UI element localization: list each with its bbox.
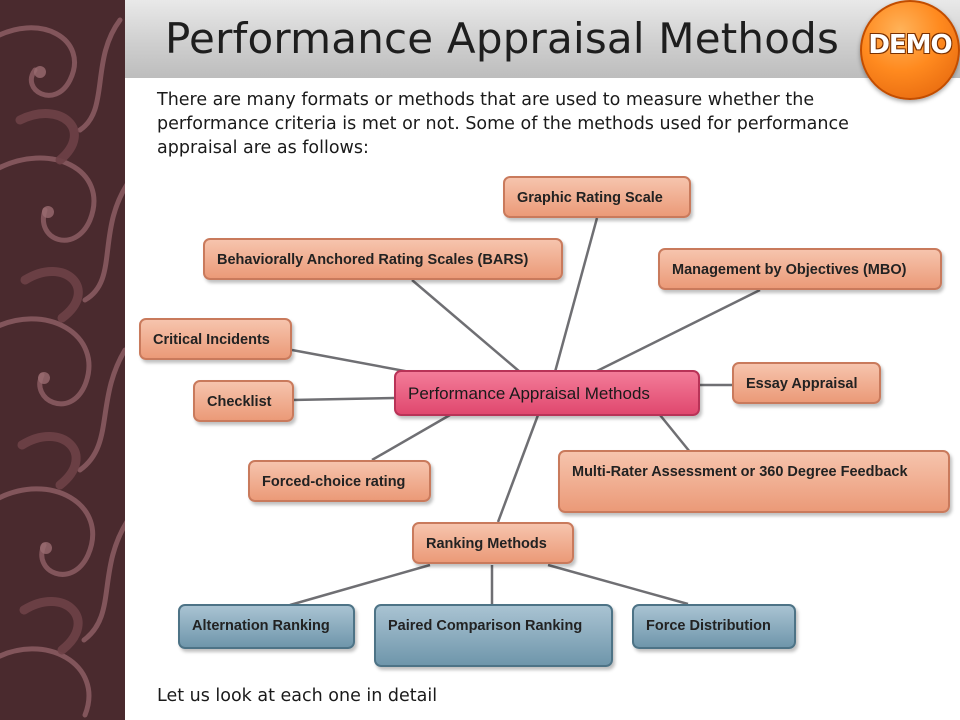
intro-paragraph: There are many formats or methods that a… bbox=[157, 90, 849, 158]
node-label: Management by Objectives (MBO) bbox=[672, 262, 907, 278]
node-critical-incidents: Critical Incidents bbox=[139, 318, 292, 360]
connector-graphic-rating bbox=[553, 217, 599, 373]
connector-checklist bbox=[291, 396, 396, 402]
node-label: Essay Appraisal bbox=[746, 376, 858, 392]
node-mbo: Management by Objectives (MBO) bbox=[658, 248, 942, 290]
closing-text: Let us look at each one in detail bbox=[157, 686, 438, 706]
node-label: Critical Incidents bbox=[153, 332, 270, 348]
node-alternation-ranking: Alternation Ranking bbox=[178, 604, 355, 649]
node-graphic-rating-scale: Graphic Rating Scale bbox=[503, 176, 691, 218]
node-label: Paired Comparison Ranking bbox=[388, 618, 583, 634]
connector-alternation bbox=[289, 563, 431, 607]
node-checklist: Checklist bbox=[193, 380, 294, 422]
node-label: Checklist bbox=[207, 394, 272, 410]
connector-bars bbox=[411, 279, 521, 373]
node-ranking-methods: Ranking Methods bbox=[412, 522, 574, 564]
demo-badge-label: DEMO bbox=[868, 30, 952, 60]
node-label: Forced-choice rating bbox=[262, 474, 406, 490]
node-label: Graphic Rating Scale bbox=[517, 190, 663, 206]
center-node-label: Performance Appraisal Methods bbox=[408, 384, 650, 403]
title-banner bbox=[125, 0, 960, 78]
connector-mbo bbox=[594, 288, 761, 374]
node-label: Multi-Rater Assessment or 360 Degree Fee… bbox=[572, 464, 908, 480]
page-title: Performance Appraisal Methods bbox=[165, 14, 840, 63]
center-node: Performance Appraisal Methods bbox=[394, 370, 700, 416]
decorative-sidebar bbox=[0, 0, 125, 720]
connector-multi-rater bbox=[659, 414, 691, 453]
connector-force-distribution bbox=[547, 563, 689, 606]
connector-forced-choice bbox=[371, 413, 451, 462]
node-label: Alternation Ranking bbox=[192, 618, 330, 634]
connector-critical-incidents bbox=[291, 348, 411, 374]
demo-badge: DEMO bbox=[860, 0, 960, 100]
node-label: Ranking Methods bbox=[426, 536, 547, 552]
swirl-pattern-icon bbox=[0, 17, 125, 718]
node-force-distribution: Force Distribution bbox=[632, 604, 796, 649]
connector-ranking bbox=[496, 414, 540, 523]
node-forced-choice: Forced-choice rating bbox=[248, 460, 431, 502]
node-paired-comparison: Paired Comparison Ranking bbox=[374, 604, 613, 667]
node-bars: Behaviorally Anchored Rating Scales (BAR… bbox=[203, 238, 563, 280]
node-label: Behaviorally Anchored Rating Scales (BAR… bbox=[217, 252, 529, 268]
node-multi-rater: Multi-Rater Assessment or 360 Degree Fee… bbox=[558, 450, 950, 513]
node-essay-appraisal: Essay Appraisal bbox=[732, 362, 881, 404]
node-label: Force Distribution bbox=[646, 618, 771, 634]
